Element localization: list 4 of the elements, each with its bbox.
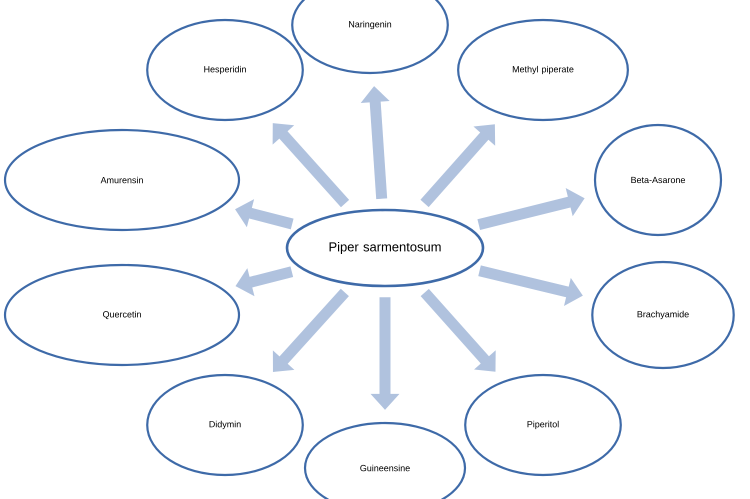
- block-arrow: [272, 288, 349, 372]
- block-arrow: [420, 288, 496, 372]
- block-arrow: [272, 123, 350, 208]
- block-arrow: [420, 124, 496, 208]
